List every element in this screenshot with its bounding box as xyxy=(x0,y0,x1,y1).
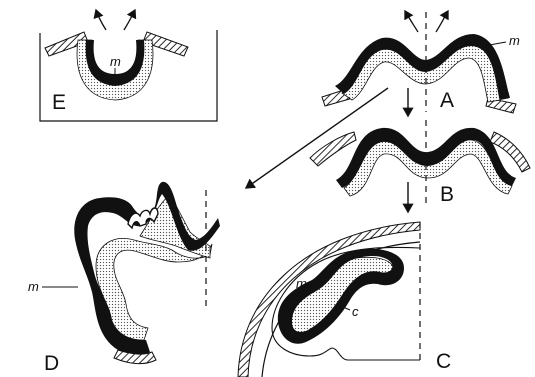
panel-a-arrow-left xyxy=(405,11,418,32)
panel-c-label: C xyxy=(436,350,451,373)
panel-b-hatched-tissue-left xyxy=(310,132,356,166)
panel-b-label: B xyxy=(440,183,454,206)
panel-c-c-label: c xyxy=(352,304,359,319)
panel-c: m c C xyxy=(238,222,451,377)
panel-c-m-label: m xyxy=(296,276,307,291)
panel-a-label: A xyxy=(440,89,454,112)
panel-d-label: D xyxy=(44,352,59,375)
panel-e-arrow-right xyxy=(124,10,135,30)
panel-e-m-label: m xyxy=(110,54,121,69)
panel-a: m A xyxy=(246,11,520,188)
panel-a-arrow-right xyxy=(436,11,448,32)
panel-a-m-label: m xyxy=(509,33,520,48)
panel-d: m D xyxy=(28,182,220,375)
panel-e: m E xyxy=(40,10,217,121)
panel-b: B xyxy=(310,120,530,212)
panel-e-label: E xyxy=(52,91,66,114)
panel-e-arrow-left xyxy=(96,10,106,30)
panel-d-m-label: m xyxy=(28,279,39,294)
